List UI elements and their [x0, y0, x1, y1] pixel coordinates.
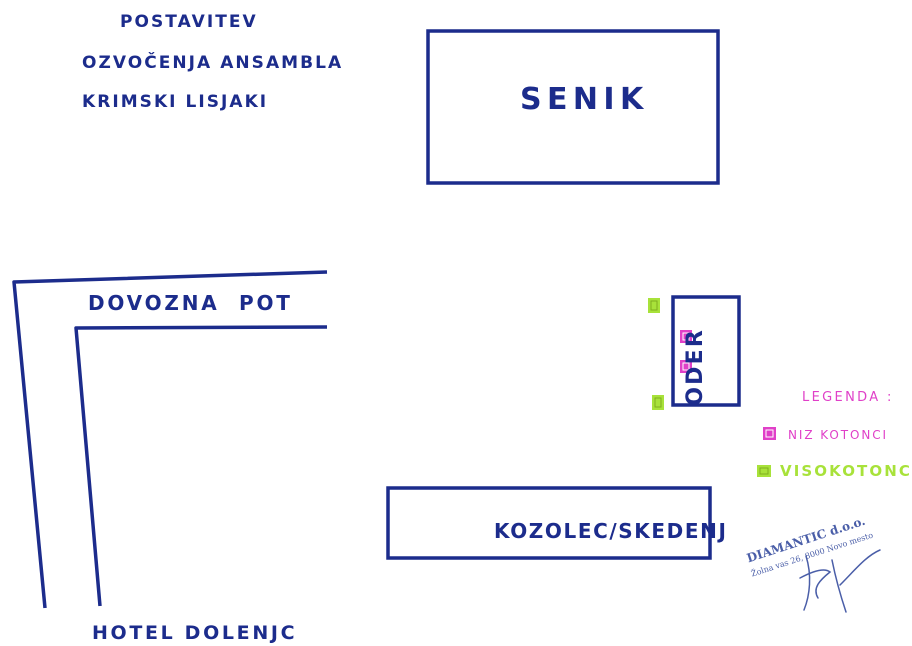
legend-low-label: NIZ KOTONCI — [788, 428, 888, 442]
stage-outline — [671, 295, 741, 407]
legend-title: LEGENDA : — [802, 390, 894, 405]
barn-label: SENIK — [520, 82, 649, 117]
high-speaker-icon — [757, 465, 771, 477]
hotel-label: HOTEL DOLENJC — [92, 622, 298, 644]
access-road-label: DOVOZNA POT — [88, 291, 293, 315]
high-speaker-icon — [648, 298, 660, 313]
barn-outline — [426, 29, 720, 185]
low-speaker-icon — [680, 360, 692, 373]
stage-label: ODER — [683, 328, 708, 406]
title-line-1: POSTAVITEV — [120, 12, 258, 32]
high-speaker-icon — [652, 395, 664, 410]
road-outer-edge — [12, 270, 328, 609]
title-line-3: KRIMSKI LISJAKI — [82, 92, 269, 112]
signature — [799, 549, 881, 613]
hayrack-label: KOZOLEC/SKEDENJ — [494, 519, 728, 543]
hayrack-outline — [386, 486, 712, 560]
title-line-2: OZVOČENJA ANSAMBLA — [82, 53, 344, 73]
road-inner-edge — [74, 325, 328, 607]
legend-high-label: VISOKOTONC — [780, 462, 912, 480]
low-speaker-icon — [763, 427, 776, 440]
low-speaker-icon — [680, 330, 692, 343]
